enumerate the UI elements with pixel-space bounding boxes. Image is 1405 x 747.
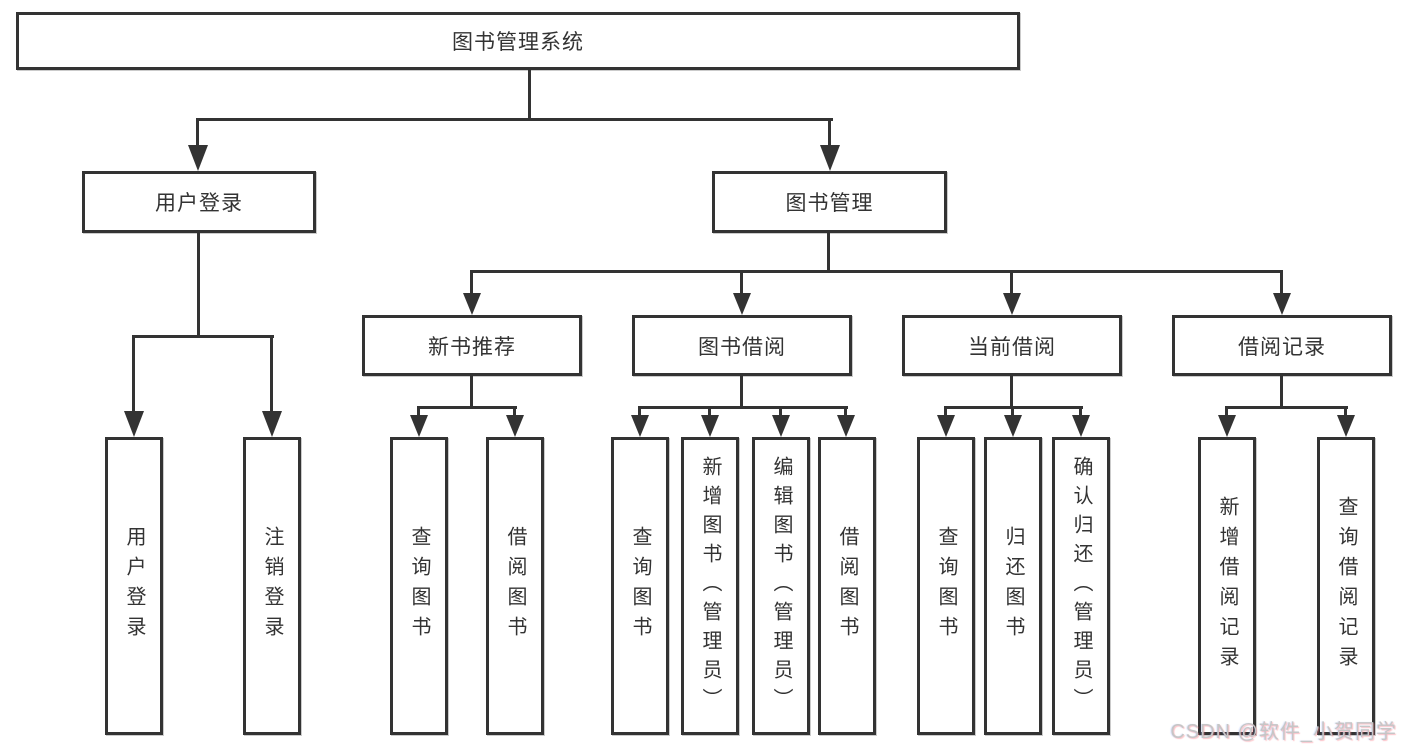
connector-user-login-crossbar [133,335,274,338]
connector-current-stem [1010,376,1013,406]
arrow-down-icon [124,411,144,437]
node-root-library-system: 图书管理系统 [16,12,1020,70]
node-current-borrowing: 当前借阅 [902,315,1122,376]
connector-newbook-crossbar [417,406,517,409]
leaf-query-borrow-record: 查询借阅记录 [1317,437,1375,735]
arrow-down-icon [631,415,649,437]
leaf-logout: 注销登录 [243,437,301,735]
connector-borrow-stem [740,376,743,406]
leaf-confirm-return-admin: 确认归还（管理员） [1052,437,1110,735]
connector-book-mgmt-crossbar [470,270,1283,273]
connector-leaf-shaft [708,406,711,417]
node-book-borrowing: 图书借阅 [632,315,852,376]
leaf-user-login: 用户登录 [105,437,163,735]
connector-login-leaf-shaft [132,335,135,411]
leaf-add-borrow-record: 新增借阅记录 [1198,437,1256,735]
connector-leaf-shaft [1079,406,1082,417]
connector-book-mgmt-stem [827,233,830,270]
connector-root-stem [528,70,531,118]
leaf-borrow-book: 借阅图书 [818,437,876,735]
arrow-down-icon [820,145,840,171]
csdn-watermark: CSDN @软件_小贺同学 [1170,721,1397,743]
leaf-query-book-recommend: 查询图书 [390,437,448,735]
connector-leaf-shaft [1344,406,1347,417]
leaf-query-book-borrow: 查询图书 [611,437,669,735]
connector-leaf-shaft [944,406,947,417]
connector-record-crossbar [1225,406,1348,409]
connector-user-login-shaft [196,118,199,148]
arrow-down-icon [262,411,282,437]
connector-record-stem [1280,376,1283,406]
connector-leaf-shaft [638,406,641,417]
connector-leaf-shaft [417,406,420,417]
connector-root-crossbar [196,118,833,121]
arrow-down-icon [837,415,855,437]
leaf-borrow-book-recommend: 借阅图书 [486,437,544,735]
node-borrowing-records: 借阅记录 [1172,315,1392,376]
arrow-down-icon [772,415,790,437]
connector-leaf-shaft [844,406,847,417]
leaf-add-book-admin: 新增图书（管理员） [681,437,739,735]
node-new-book-recommend: 新书推荐 [362,315,582,376]
leaf-edit-book-admin: 编辑图书（管理员） [752,437,810,735]
connector-current-shaft [1010,270,1013,295]
connector-user-login-stem [197,233,200,335]
arrow-down-icon [1003,293,1021,315]
leaf-query-book-current: 查询图书 [917,437,975,735]
node-book-management: 图书管理 [712,171,947,233]
arrow-down-icon [1218,415,1236,437]
arrow-down-icon [188,145,208,171]
arrow-down-icon [1072,415,1090,437]
connector-leaf-shaft [1011,406,1014,417]
arrow-down-icon [733,293,751,315]
connector-book-mgmt-shaft [828,118,831,148]
connector-newbook-stem [470,376,473,406]
connector-borrow-crossbar [638,406,848,409]
connector-leaf-shaft [513,406,516,417]
leaf-return-book: 归还图书 [984,437,1042,735]
arrow-down-icon [701,415,719,437]
arrow-down-icon [506,415,524,437]
arrow-down-icon [1337,415,1355,437]
connector-record-shaft [1280,270,1283,295]
node-user-login: 用户登录 [82,171,316,233]
arrow-down-icon [463,293,481,315]
arrow-down-icon [1273,293,1291,315]
connector-leaf-shaft [779,406,782,417]
arrow-down-icon [937,415,955,437]
arrow-down-icon [410,415,428,437]
connector-borrow-shaft [740,270,743,295]
connector-newbook-shaft [470,270,473,295]
connector-leaf-shaft [1225,406,1228,417]
connector-logout-leaf-shaft [270,335,273,411]
arrow-down-icon [1004,415,1022,437]
